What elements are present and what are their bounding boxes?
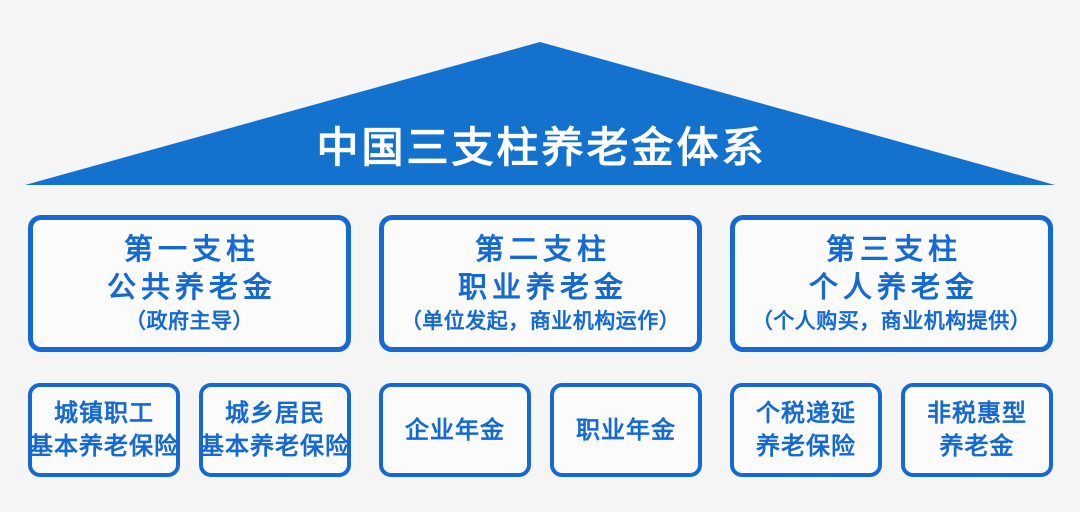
sub-box-line: 职业年金 [576, 416, 676, 444]
sub-box-line: 基本养老保险 [200, 433, 350, 460]
pillar-3-subtitle: 个人养老金 [808, 271, 979, 304]
sub-box-line: 企业年金 [405, 416, 505, 444]
pillar-2-subtitle: 职业养老金 [457, 271, 628, 304]
sub-box-line: 养老金 [939, 433, 1015, 460]
sub-box-line: 城乡居民 [225, 400, 325, 427]
sub-box-occupational-annuity: 职业年金 [550, 383, 702, 477]
sub-box-line: 非税惠型 [927, 400, 1027, 427]
pillar-1-note: （政府主导） [125, 309, 254, 333]
sub-box-urban-employee-insurance: 城镇职工 基本养老保险 [28, 383, 180, 477]
pillar-column-3: 第三支柱 个人养老金 （个人购买，商业机构提供） 个税递延 养老保险 非税惠型 … [730, 215, 1053, 477]
pillar-3-sub-row: 个税递延 养老保险 非税惠型 养老金 [730, 383, 1053, 477]
pillar-box-1: 第一支柱 公共养老金 （政府主导） [28, 215, 351, 352]
pillar-1-subtitle: 公共养老金 [106, 271, 277, 304]
sub-box-tax-deferred-insurance: 个税递延 养老保险 [730, 383, 882, 477]
roof-triangle: 中国三支柱养老金体系 [25, 42, 1055, 185]
sub-box-line: 城镇职工 [54, 400, 154, 427]
pillar-1-sub-row: 城镇职工 基本养老保险 城乡居民 基本养老保险 [28, 383, 351, 477]
sub-box-line: 养老保险 [756, 433, 856, 460]
pillar-3-note: （个人购买，商业机构提供） [751, 309, 1032, 333]
pillar-column-1: 第一支柱 公共养老金 （政府主导） 城镇职工 基本养老保险 城乡居民 基本养老保… [28, 215, 351, 477]
pillar-box-3: 第三支柱 个人养老金 （个人购买，商业机构提供） [730, 215, 1053, 352]
sub-box-line: 个税递延 [756, 400, 856, 427]
sub-box-enterprise-annuity: 企业年金 [379, 383, 531, 477]
pillar-1-title: 第一支柱 [123, 233, 260, 266]
sub-box-line: 基本养老保险 [29, 433, 179, 460]
diagram-title: 中国三支柱养老金体系 [316, 124, 767, 171]
pillar-2-note: （单位发起，商业机构运作） [400, 309, 681, 333]
sub-box-non-tax-advantaged-pension: 非税惠型 养老金 [901, 383, 1053, 477]
pillar-box-2: 第二支柱 职业养老金 （单位发起，商业机构运作） [379, 215, 702, 352]
pillar-3-title: 第三支柱 [825, 233, 962, 266]
pillar-column-2: 第二支柱 职业养老金 （单位发起，商业机构运作） 企业年金 职业年金 [379, 215, 702, 477]
pillar-2-title: 第二支柱 [474, 233, 611, 266]
pillar-columns: 第一支柱 公共养老金 （政府主导） 城镇职工 基本养老保险 城乡居民 基本养老保… [28, 215, 1053, 477]
pillar-2-sub-row: 企业年金 职业年金 [379, 383, 702, 477]
sub-box-urban-rural-resident-insurance: 城乡居民 基本养老保险 [199, 383, 351, 477]
